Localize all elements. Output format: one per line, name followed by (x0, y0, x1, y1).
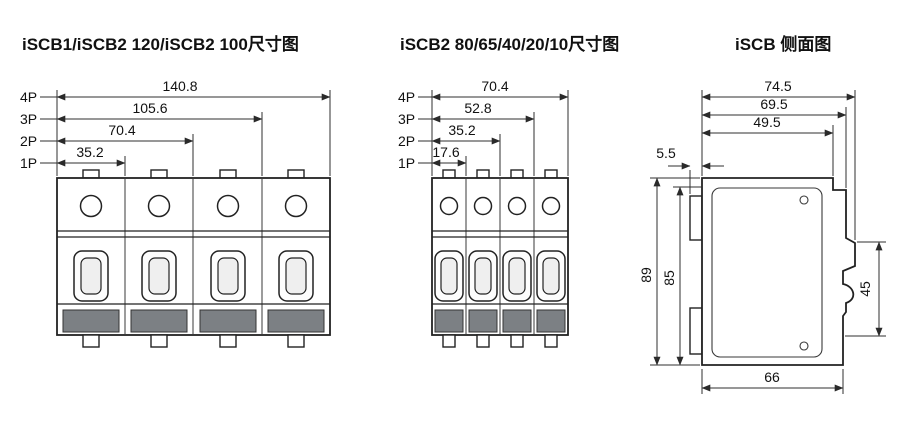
left-dimension-lines: 4P 3P 2P 1P 140.8 105.6 70.4 35.2 (20, 78, 331, 176)
left-dim-1p: 35.2 (76, 144, 103, 160)
side-dim-depth-bottom: 66 (764, 369, 780, 385)
middle-diagram-title: iSCB2 80/65/40/20/10尺寸图 (400, 35, 620, 54)
terminal-screw-hole (507, 196, 527, 216)
bottom-tab (442, 334, 456, 348)
bottom-tab (82, 334, 100, 348)
rivet-circle (799, 341, 809, 351)
side-profile (701, 177, 856, 366)
switch-toggle-inner (440, 257, 458, 295)
left-diagram-title: iSCB1/iSCB2 120/iSCB2 100尺寸图 (22, 35, 299, 54)
terminal-block (468, 309, 498, 333)
bottom-tab (544, 334, 558, 348)
terminal-screw-hole (147, 194, 171, 218)
top-tab (476, 169, 490, 179)
middle-pole-label-1p: 1P (398, 155, 415, 171)
left-dim-2p: 70.4 (108, 122, 135, 138)
terminal-screw-hole (473, 196, 493, 216)
terminal-block (536, 309, 566, 333)
side-inner-panel (711, 187, 823, 358)
top-tab (219, 169, 237, 179)
bottom-tab (287, 334, 305, 348)
terminal-screw-hole (216, 194, 240, 218)
switch-toggle-inner (217, 257, 239, 295)
top-tab (442, 169, 456, 179)
middle-pole-label-4p: 4P (398, 89, 415, 105)
left-dim-3p: 105.6 (132, 100, 167, 116)
terminal-block (267, 309, 325, 333)
switch-toggle-inner (542, 257, 560, 295)
switch-toggle-inner (474, 257, 492, 295)
side-view-title: iSCB 侧面图 (735, 35, 832, 54)
top-tab (544, 169, 558, 179)
switch-toggle-inner (148, 257, 170, 295)
side-dim-height-body: 85 (661, 270, 677, 286)
terminal-screw-hole (79, 194, 103, 218)
left-pole-label-1p: 1P (20, 155, 37, 171)
left-pole-label-3p: 3P (20, 111, 37, 127)
top-tab (150, 169, 168, 179)
side-dim-width-front: 49.5 (753, 114, 780, 130)
switch-toggle-inner (80, 257, 102, 295)
left-breaker-body (56, 169, 331, 348)
top-tab (510, 169, 524, 179)
middle-dim-4p: 70.4 (481, 78, 508, 94)
side-dim-clip-offset: 5.5 (656, 145, 676, 161)
left-pole-label-4p: 4P (20, 89, 37, 105)
left-breaker-diagram: 4P 3P 2P 1P 140.8 105.6 70.4 35.2 (20, 78, 331, 348)
terminal-screw-hole (284, 194, 308, 218)
terminal-block (434, 309, 464, 333)
bottom-tab (219, 334, 237, 348)
side-dim-width-upper: 69.5 (760, 96, 787, 112)
side-dim-height-total: 89 (638, 267, 654, 283)
switch-toggle-inner (285, 257, 307, 295)
bottom-tab (476, 334, 490, 348)
terminal-screw-hole (541, 196, 561, 216)
side-dim-width-total: 74.5 (764, 78, 791, 94)
terminal-block (502, 309, 532, 333)
middle-breaker-body (431, 169, 569, 348)
middle-breaker-diagram: 4P 3P 2P 1P 70.4 52.8 35.2 17.6 (398, 78, 569, 348)
bottom-tab (510, 334, 524, 348)
switch-toggle-inner (508, 257, 526, 295)
bottom-tab (150, 334, 168, 348)
left-dim-4p: 140.8 (162, 78, 197, 94)
side-view-body (689, 177, 856, 366)
side-view-dimensions: 74.5 69.5 49.5 5.5 89 85 45 (638, 78, 886, 394)
terminal-block (130, 309, 188, 333)
middle-pole-label-2p: 2P (398, 133, 415, 149)
left-pole-label-2p: 2P (20, 133, 37, 149)
terminal-block (62, 309, 120, 333)
middle-dim-3p: 52.8 (464, 100, 491, 116)
middle-dim-2p: 35.2 (448, 122, 475, 138)
side-dim-front-height: 45 (857, 281, 873, 297)
terminal-screw-hole (439, 196, 459, 216)
middle-pole-label-3p: 3P (398, 111, 415, 127)
rivet-circle (799, 195, 809, 205)
din-clip-top (689, 195, 703, 241)
din-clip-bottom (689, 307, 703, 355)
side-view-diagram: 74.5 69.5 49.5 5.5 89 85 45 (638, 78, 886, 394)
top-tab (287, 169, 305, 179)
middle-dim-1p: 17.6 (432, 144, 459, 160)
terminal-block (199, 309, 257, 333)
top-tab (82, 169, 100, 179)
middle-dimension-lines: 4P 3P 2P 1P 70.4 52.8 35.2 17.6 (398, 78, 569, 176)
